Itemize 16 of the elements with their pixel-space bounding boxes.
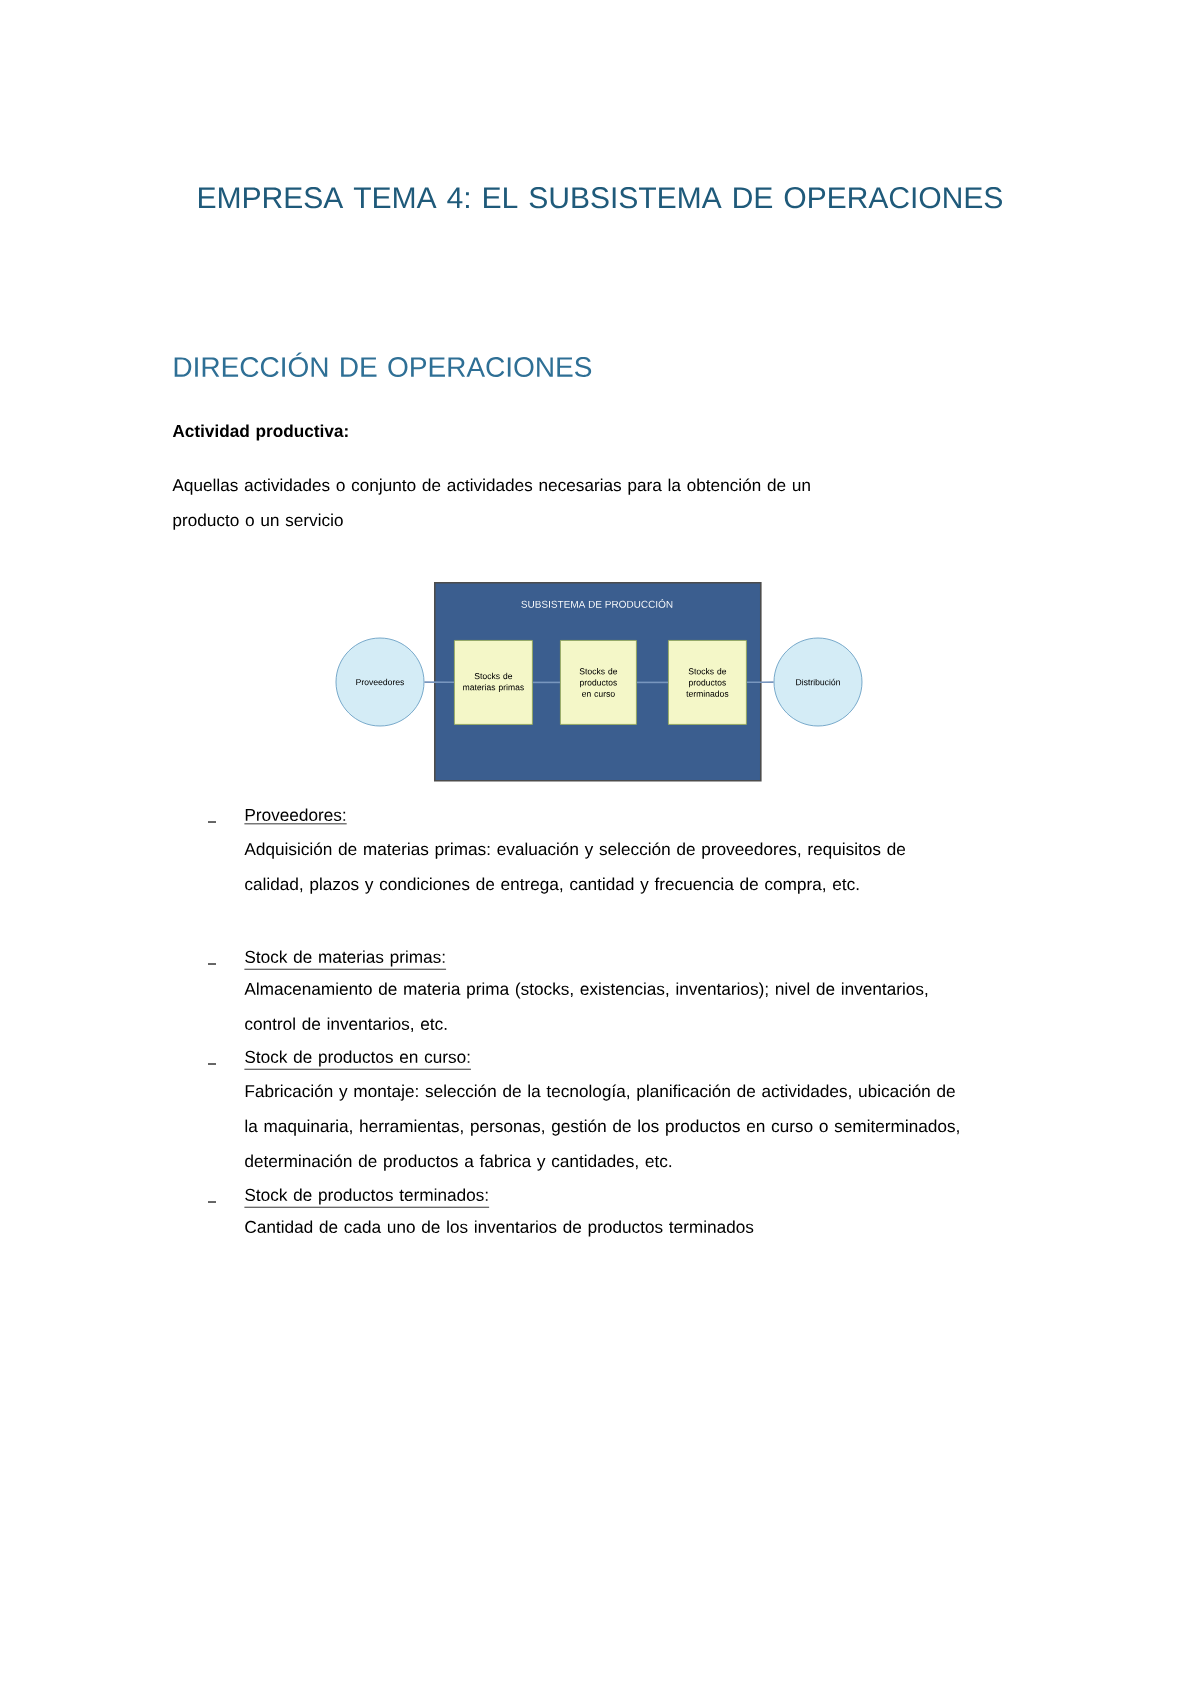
section-heading: DIRECCIÓN DE OPERACIONES xyxy=(174,352,592,377)
paragraph: Aquellas actividades o conjunto de actividades necesarias para la obtención de un producto o un servicio xyxy=(172,478,810,530)
list-item-heading: Stock de productos en curso: xyxy=(244,1050,472,1070)
connector-line xyxy=(746,681,775,684)
paragraph: Fabricación y montaje: selección de la tecnología, planificación de actividades, ubicación de la maquinaria, herramientas, personas, gestión de los productos en curso o semiterminados, determinación de productos a fabrica y cantidades, etc. xyxy=(245,1084,959,1171)
connector-line xyxy=(636,681,669,684)
subheading: Actividad productiva: xyxy=(172,424,348,441)
paragraph: Cantidad de cada uno de los inventarios de productos terminados xyxy=(245,1220,754,1237)
list-item-heading: Stock de materias primas: xyxy=(244,950,447,970)
connector-line xyxy=(532,681,561,684)
list-item-heading: Proveedores: xyxy=(244,808,348,825)
paragraph: Adquisición de materias primas: evaluación y selección de proveedores, requisitos de calidad, plazos y condiciones de entrega, cantidad y frecuencia de compra, etc. xyxy=(244,842,906,894)
list-item-heading: Stock de productos terminados: xyxy=(244,1188,490,1208)
connector-line xyxy=(423,681,455,684)
paragraph: Almacenamiento de materia prima (stocks, existencias, inventarios); nivel de inventarios, control de inventarios, etc. xyxy=(244,982,928,1033)
title: EMPRESA TEMA 4: EL SUBSISTEMA DE OPERACIONES xyxy=(199,187,1002,209)
